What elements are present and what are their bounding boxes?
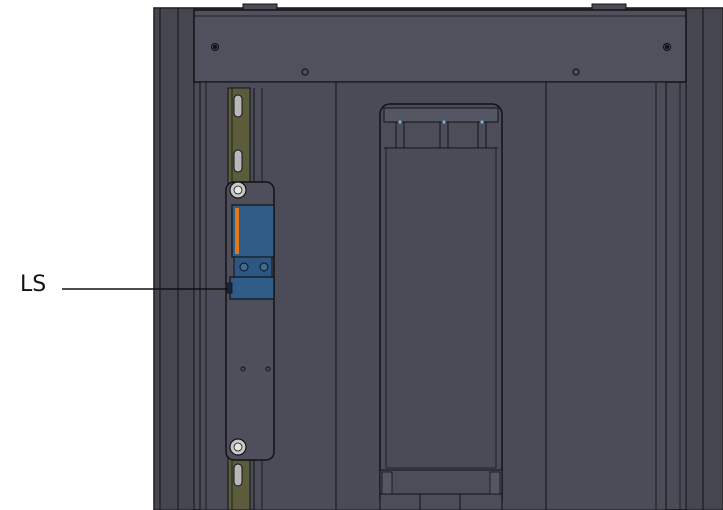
bottom-foot-left [381,471,393,495]
inner-panel-right [545,81,667,510]
central-bottom-bracket [379,469,503,510]
rail-slots [233,94,243,487]
rail-slot-icon [233,149,243,173]
rail-slot-icon [233,463,243,487]
screw-icon [259,262,269,272]
screw-icon [239,262,249,272]
hole [265,366,271,372]
rib-dot [480,120,484,124]
screw-icon [664,44,670,50]
bottom-foot-right [489,471,501,495]
rib-dot [442,120,446,124]
sensor-actuator [229,276,275,300]
limit-switch-icon [225,204,275,300]
header-holes [210,42,672,76]
screw-icon [212,44,218,50]
screw-icon [233,185,243,195]
hole [572,68,580,76]
ls-callout-label: LS [20,272,47,297]
central-top-bracket [383,107,499,123]
screw-icon [233,442,243,452]
top-header-panel [193,9,687,83]
hole [301,68,309,76]
rail-slot-icon [233,94,243,118]
sensor-indicator [235,208,239,254]
top-tab-right [591,3,627,11]
screw-icon [662,42,672,52]
rib-dot [398,120,402,124]
screw-icon [210,42,220,52]
hole [240,366,246,372]
right-side-wall [685,7,723,510]
central-body [385,147,497,469]
left-side-wall [153,7,195,510]
sensor-tip [225,282,233,294]
top-tab-left [242,3,278,11]
